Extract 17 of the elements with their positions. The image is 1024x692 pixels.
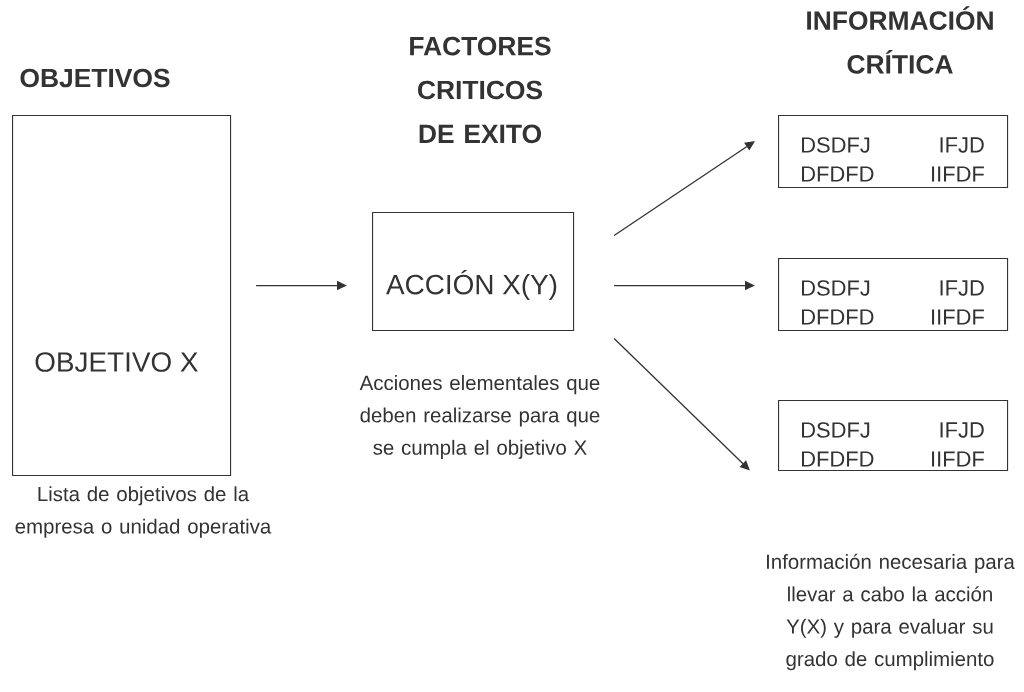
node-label: DFDFD [802,166,874,182]
arrow [613,337,750,471]
process-box: DSDFJ IFJD DFDFD IIFDF [778,258,1009,332]
heading: OBJETIVOS [20,68,170,88]
note-text: Información necesaria para llevar a cabo la acción Y(X) y para evaluar su grado de cumplimiento [767,553,1015,671]
process-box: ACCIÓN X(Y) [372,212,575,332]
process-box: DSDFJ IFJD DFDFD IIFDF [778,400,1009,472]
node-label: DSDFJ [802,137,870,153]
heading: FACTORES CRITICOS DE EXITO [410,36,551,144]
process-box: DSDFJ IFJD DFDFD IIFDF [778,115,1009,189]
process-box: OBJETIVO X [12,115,232,477]
node-label: IIFDF [932,166,984,182]
heading: INFORMACIÓN CRÍTICA [807,6,993,74]
node-label: IFJD [940,137,984,153]
caption-text: Lista de objetivos de la empresa o unidad operativa [15,486,272,538]
arrow [613,141,755,237]
caption-text: Acciones elementales que deben realizarse para que se cumpla el objetivo X [359,375,600,459]
